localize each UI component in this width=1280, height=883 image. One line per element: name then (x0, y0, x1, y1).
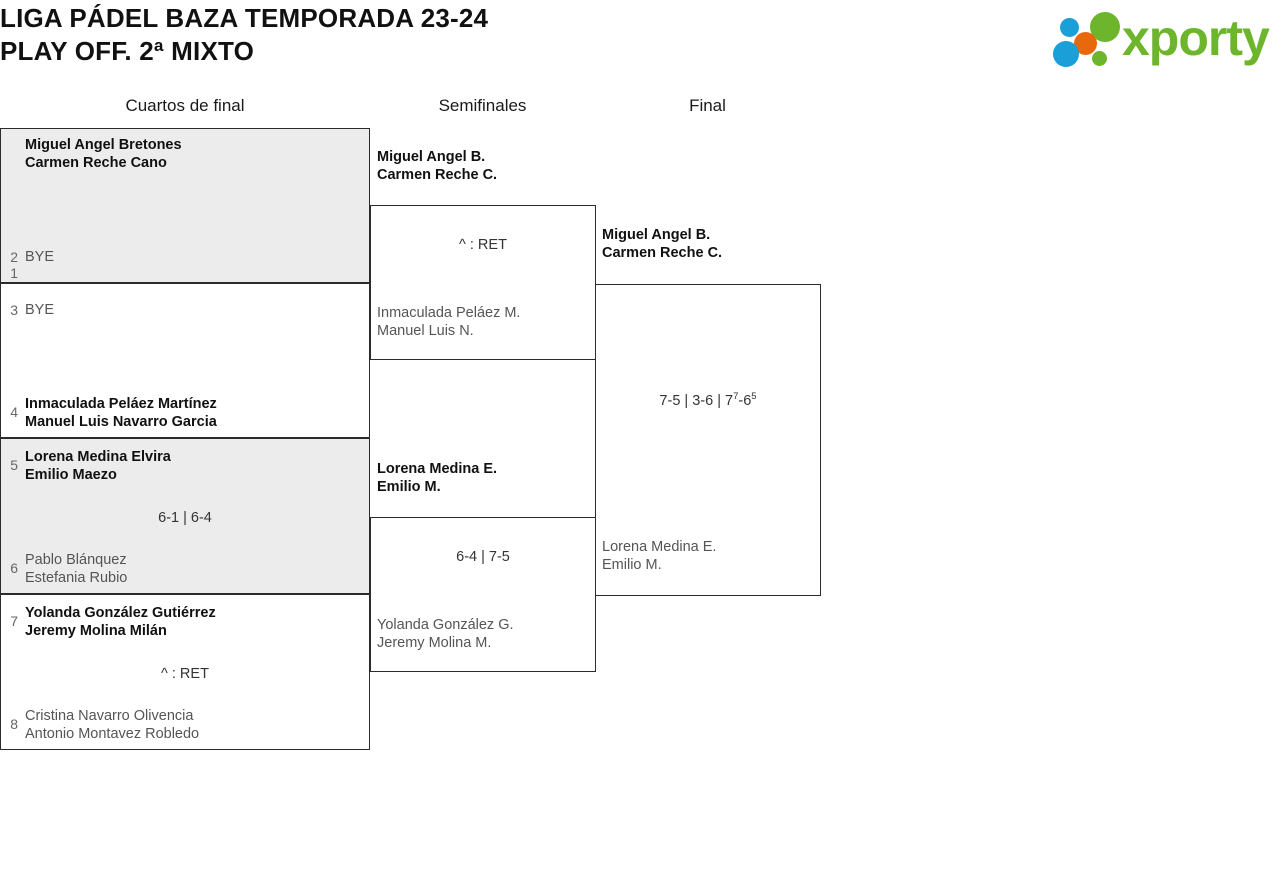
round-title-quarterfinals: Cuartos de final (125, 96, 245, 115)
player-name: Yolanda González G. (377, 617, 514, 633)
score-set-part-2: -6 (738, 393, 752, 409)
player-name: Miguel Angel B. (602, 227, 711, 243)
player-name: Carmen Reche C. (602, 245, 723, 261)
match-box-qf-4[interactable] (0, 594, 370, 750)
match-box-qf-1[interactable] (0, 128, 370, 283)
player-name: BYE (25, 302, 55, 318)
player-name: Emilio M. (377, 479, 441, 495)
seed-number: 4 (10, 404, 18, 420)
score-sf-1: ^ : RET (459, 237, 507, 253)
player-name: Miguel Angel B. (377, 149, 486, 165)
score-qf-3: 6-1 | 6-4 (158, 510, 212, 526)
competitor-qf-1-top: Miguel Angel Bretones Carmen Reche Cano (25, 136, 182, 172)
match-box-final[interactable] (595, 284, 821, 596)
seed-number: 1 (10, 265, 18, 281)
score-final: 7-5 | 3-6 | 77-65 (595, 391, 821, 409)
player-name: Cristina Navarro Olivencia (25, 708, 194, 724)
player-name: Carmen Reche C. (377, 167, 498, 183)
score-set-part-1: 7-5 | 3-6 | 7 (659, 393, 734, 409)
seed-number: 8 (10, 716, 18, 732)
player-name: Lorena Medina E. (602, 539, 717, 555)
xporty-logo[interactable]: xporty (1046, 6, 1274, 68)
round-title-semifinals: Semifinales (438, 96, 527, 115)
player-name: Lorena Medina Elvira (25, 449, 171, 465)
competitor-qf-2-bottom: Inmaculada Peláez Martínez Manuel Luis N… (25, 395, 217, 431)
seed-number: 5 (10, 457, 18, 473)
player-name: Emilio M. (602, 557, 662, 573)
match-box-sf-1[interactable] (370, 205, 596, 360)
player-name: Jeremy Molina Milán (25, 623, 167, 639)
match-box-qf-3[interactable] (0, 438, 370, 594)
player-name: Miguel Angel Bretones (25, 137, 182, 153)
title-line-2: PLAY OFF. 2ª MIXTO (0, 36, 255, 66)
page-header: LIGA PÁDEL BAZA TEMPORADA 23-24 PLAY OFF… (0, 0, 1280, 75)
player-name: Emilio Maezo (25, 467, 117, 483)
match-box-qf-2[interactable] (0, 283, 370, 438)
seed-number: 2 (10, 249, 18, 265)
player-name: BYE (25, 249, 55, 265)
player-name: Yolanda González Gutiérrez (25, 605, 216, 621)
score-tiebreak-1: 7 (733, 391, 739, 403)
competitor-qf-3-top: Lorena Medina Elvira Emilio Maezo (25, 448, 171, 484)
tournament-title: LIGA PÁDEL BAZA TEMPORADA 23-24 PLAY OFF… (0, 2, 800, 68)
competitor-final-top: Miguel Angel B. Carmen Reche C. (602, 226, 722, 262)
player-name: Inmaculada Peláez M. (377, 305, 521, 321)
competitor-sf-2-bottom: Yolanda González G. Jeremy Molina M. (377, 616, 514, 652)
competitor-qf-2-top: BYE (25, 301, 54, 319)
logo-wordmark: xporty (1122, 10, 1270, 66)
player-name: Pablo Blánquez (25, 552, 127, 568)
competitor-sf-1-top: Miguel Angel B. Carmen Reche C. (377, 148, 497, 184)
logo-dot-green-small (1092, 51, 1107, 66)
logo-dots-icon (1052, 10, 1124, 68)
competitor-sf-2-top: Lorena Medina E. Emilio M. (377, 460, 497, 496)
seed-number: 6 (10, 560, 18, 576)
score-qf-4: ^ : RET (161, 666, 209, 682)
logo-dot-blue-large (1053, 41, 1079, 67)
tournament-bracket: 1 Miguel Angel Bretones Carmen Reche Can… (0, 128, 840, 753)
competitor-qf-3-bottom: Pablo Blánquez Estefania Rubio (25, 551, 127, 587)
seed-number: 7 (10, 613, 18, 629)
player-name: Manuel Luis N. (377, 323, 474, 339)
player-name: Carmen Reche Cano (25, 155, 167, 171)
title-line-1: LIGA PÁDEL BAZA TEMPORADA 23-24 (0, 3, 489, 33)
logo-dot-orange (1074, 32, 1097, 55)
competitor-final-bottom: Lorena Medina E. Emilio M. (602, 538, 716, 574)
competitor-qf-4-top: Yolanda González Gutiérrez Jeremy Molina… (25, 604, 216, 640)
player-name: Lorena Medina E. (377, 461, 498, 477)
logo-dot-blue-small (1060, 18, 1079, 37)
round-title-final: Final (689, 96, 726, 115)
player-name: Manuel Luis Navarro Garcia (25, 414, 217, 430)
competitor-qf-4-bottom: Cristina Navarro Olivencia Antonio Monta… (25, 707, 199, 743)
score-tiebreak-2: 5 (751, 391, 757, 403)
seed-number: 3 (10, 302, 18, 318)
competitor-sf-1-bottom: Inmaculada Peláez M. Manuel Luis N. (377, 304, 520, 340)
player-name: Antonio Montavez Robledo (25, 726, 200, 742)
competitor-qf-1-bottom: BYE (25, 248, 54, 266)
player-name: Inmaculada Peláez Martínez (25, 396, 217, 412)
player-name: Jeremy Molina M. (377, 635, 492, 651)
player-name: Estefania Rubio (25, 570, 128, 586)
match-box-sf-2[interactable] (370, 517, 596, 672)
score-sf-2: 6-4 | 7-5 (456, 549, 510, 565)
